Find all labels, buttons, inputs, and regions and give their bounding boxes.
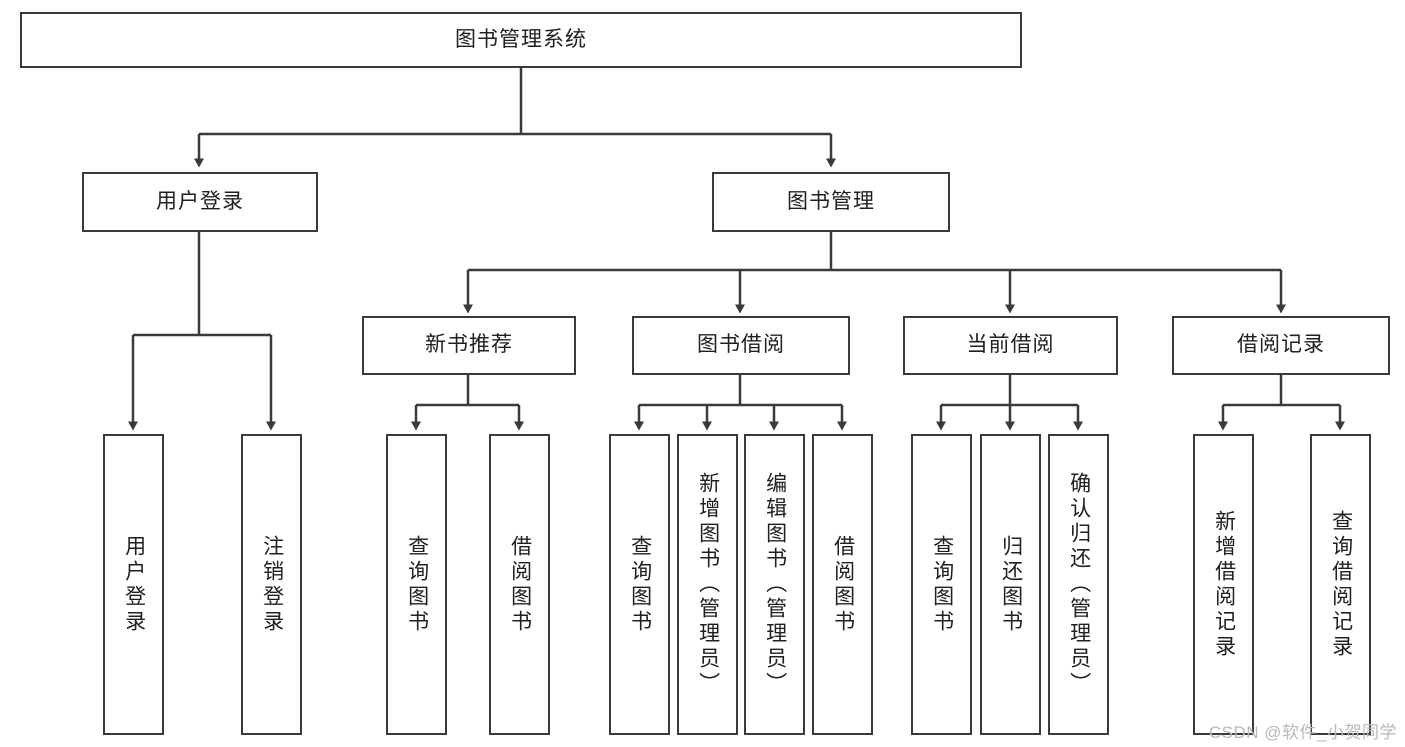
node-label: 当前借阅 (966, 333, 1055, 357)
node-label: 新增图书（管理员） (696, 472, 720, 697)
node-leaf-query-book-recommend[interactable]: 查询图书 (386, 434, 447, 735)
node-new-book-recommend[interactable]: 新书推荐 (362, 316, 576, 375)
node-book-borrow[interactable]: 图书借阅 (632, 316, 850, 375)
node-leaf-query-borrow-record[interactable]: 查询借阅记录 (1310, 434, 1371, 735)
node-leaf-edit-book-admin[interactable]: 编辑图书（管理员） (744, 434, 805, 735)
node-label: 查询图书 (628, 534, 652, 635)
node-label: 用户登录 (156, 189, 244, 213)
node-label: 新书推荐 (425, 333, 513, 357)
node-book-management[interactable]: 图书管理 (712, 172, 950, 232)
node-label: 查询图书 (930, 534, 954, 635)
node-leaf-borrow-book-recommend[interactable]: 借阅图书 (489, 434, 550, 735)
node-current-borrow[interactable]: 当前借阅 (903, 316, 1118, 375)
node-label: 借阅图书 (508, 534, 532, 635)
node-label: 借阅图书 (831, 534, 855, 635)
node-user-login[interactable]: 用户登录 (82, 172, 318, 232)
node-label: 编辑图书（管理员） (763, 472, 787, 697)
node-label: 归还图书 (999, 534, 1023, 635)
node-leaf-add-borrow-record[interactable]: 新增借阅记录 (1193, 434, 1254, 735)
node-leaf-logout[interactable]: 注销登录 (241, 434, 302, 735)
node-label: 注销登录 (260, 534, 284, 635)
node-label: 图书借阅 (697, 333, 785, 357)
node-leaf-query-book-current[interactable]: 查询图书 (911, 434, 972, 735)
node-leaf-return-book[interactable]: 归还图书 (980, 434, 1041, 735)
node-label: 确认归还（管理员） (1067, 472, 1091, 697)
node-leaf-borrow-book[interactable]: 借阅图书 (812, 434, 873, 735)
node-label: 图书管理系统 (455, 27, 587, 51)
node-label: 查询图书 (405, 534, 429, 635)
node-label: 查询借阅记录 (1329, 509, 1353, 660)
node-label: 新增借阅记录 (1212, 509, 1236, 660)
node-label: 借阅记录 (1237, 333, 1325, 357)
node-label: 图书管理 (787, 189, 875, 213)
node-label: 用户登录 (122, 534, 146, 635)
node-leaf-confirm-return-admin[interactable]: 确认归还（管理员） (1048, 434, 1109, 735)
node-borrow-record[interactable]: 借阅记录 (1172, 316, 1390, 375)
node-root-system[interactable]: 图书管理系统 (20, 12, 1022, 68)
node-leaf-user-login[interactable]: 用户登录 (103, 434, 164, 735)
node-leaf-add-book-admin[interactable]: 新增图书（管理员） (677, 434, 738, 735)
node-leaf-query-book[interactable]: 查询图书 (609, 434, 670, 735)
